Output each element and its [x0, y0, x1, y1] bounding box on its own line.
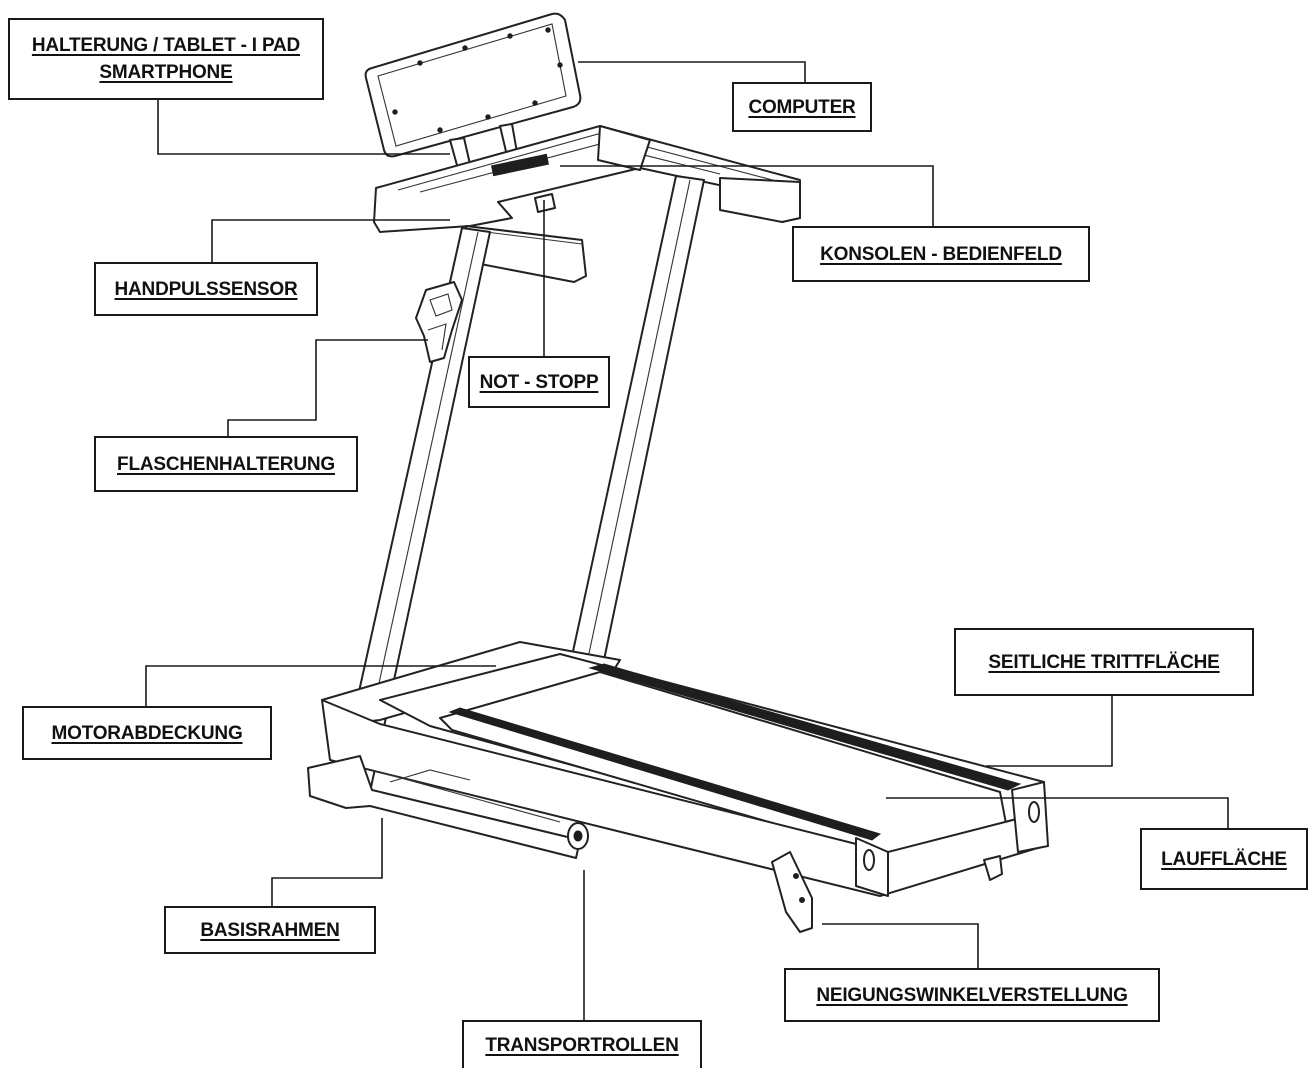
- label-tablet-holder-line1: HALTERUNG / TABLET - I PAD: [31, 35, 301, 56]
- leader-hand-pulse: [211, 219, 450, 262]
- label-running-surface-text: LAUFFLÄCHE: [1161, 848, 1287, 870]
- label-transport-wheels-text: TRANSPORTROLLEN: [485, 1034, 679, 1056]
- label-side-step: SEITLICHE TRITTFLÄCHE: [954, 628, 1254, 696]
- label-incline-adjustment-text: NEIGUNGSWINKELVERSTELLUNG: [816, 984, 1128, 1006]
- leader-motor-cover: [145, 665, 496, 706]
- label-bottle-holder-text: FLASCHENHALTERUNG: [117, 453, 335, 475]
- console-drawing: [373, 125, 801, 283]
- bottle-holder-drawing: [415, 281, 463, 363]
- leader-incline: [822, 923, 979, 968]
- label-tablet-holder-line2: SMARTPHONE: [99, 62, 233, 83]
- label-incline-adjustment: NEIGUNGSWINKELVERSTELLUNG: [784, 968, 1160, 1022]
- leader-holder: [157, 100, 450, 155]
- leader-running-surface: [886, 797, 1229, 828]
- label-computer: COMPUTER: [732, 82, 872, 132]
- label-emergency-stop: NOT - STOPP: [468, 356, 610, 408]
- label-console-panel: KONSOLEN - BEDIENFELD: [792, 226, 1090, 282]
- label-motor-cover: MOTORABDECKUNG: [22, 706, 272, 760]
- tablet-holder-drawing: [364, 12, 582, 177]
- label-computer-text: COMPUTER: [748, 96, 856, 118]
- deck-drawing: [307, 641, 1049, 933]
- leader-side-step: [986, 696, 1113, 767]
- label-running-surface: LAUFFLÄCHE: [1140, 828, 1308, 890]
- treadmill-illustration: [307, 12, 1049, 933]
- leader-lines: [145, 61, 1229, 1020]
- label-bottle-holder: FLASCHENHALTERUNG: [94, 436, 358, 492]
- label-tablet-holder: HALTERUNG / TABLET - I PAD SMARTPHONE: [8, 18, 324, 100]
- label-base-frame-text: BASISRAHMEN: [200, 919, 340, 941]
- label-transport-wheels: TRANSPORTROLLEN: [462, 1020, 702, 1068]
- label-emergency-stop-text: NOT - STOPP: [479, 371, 599, 393]
- label-hand-pulse-sensor-text: HANDPULSSENSOR: [114, 278, 298, 300]
- label-base-frame: BASISRAHMEN: [164, 906, 376, 954]
- leader-bottle-holder: [227, 339, 428, 436]
- label-console-panel-text: KONSOLEN - BEDIENFELD: [820, 243, 1062, 265]
- label-hand-pulse-sensor: HANDPULSSENSOR: [94, 262, 318, 316]
- leader-base-frame: [271, 818, 383, 906]
- label-motor-cover-text: MOTORABDECKUNG: [51, 722, 243, 744]
- leader-console: [560, 165, 934, 226]
- label-side-step-text: SEITLICHE TRITTFLÄCHE: [988, 651, 1220, 673]
- leader-computer: [578, 61, 806, 82]
